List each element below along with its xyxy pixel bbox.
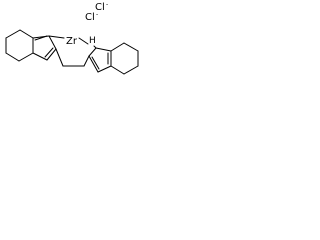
bond (123, 42, 139, 52)
bond (18, 52, 34, 62)
bond (95, 47, 112, 52)
bond (32, 52, 48, 61)
bond (55, 48, 64, 67)
bond (110, 65, 125, 75)
chloride-ion-2: Cl - (85, 11, 98, 23)
bond-zr-right (78, 37, 89, 45)
chloride-ion-1: Cl - (95, 1, 108, 13)
double-bond-inner (34, 35, 48, 41)
chloride-1-symbol: Cl (95, 2, 105, 13)
bond-left-zr (48, 35, 65, 39)
left-cyclohexane-ring (5, 29, 34, 62)
zirconium-atom-label: Zr (66, 36, 78, 47)
chloride-2-symbol: Cl (85, 12, 95, 23)
right-cyclohexane-ring (110, 42, 139, 75)
bond (97, 65, 112, 73)
bond (5, 52, 20, 62)
hydrogen-atom-label: H (89, 36, 96, 46)
right-cyclopentadienyl-ring (88, 47, 112, 73)
left-cyclopentadienyl-ring (32, 35, 57, 61)
bond (46, 48, 57, 61)
double-bond-inner (91, 56, 100, 70)
bond (83, 55, 90, 67)
chloride-2-charge: - (96, 11, 98, 18)
bond (123, 65, 139, 75)
bond (5, 29, 21, 39)
chemical-structure: Cl - Cl - Zr H (5, 1, 139, 75)
bond (88, 47, 97, 57)
chloride-1-charge: - (106, 1, 108, 8)
ethylene-bridge (55, 48, 90, 67)
bond (19, 29, 34, 39)
bond (48, 35, 57, 50)
bond (110, 42, 125, 52)
double-bond-inner (44, 47, 54, 58)
bond (88, 55, 99, 73)
